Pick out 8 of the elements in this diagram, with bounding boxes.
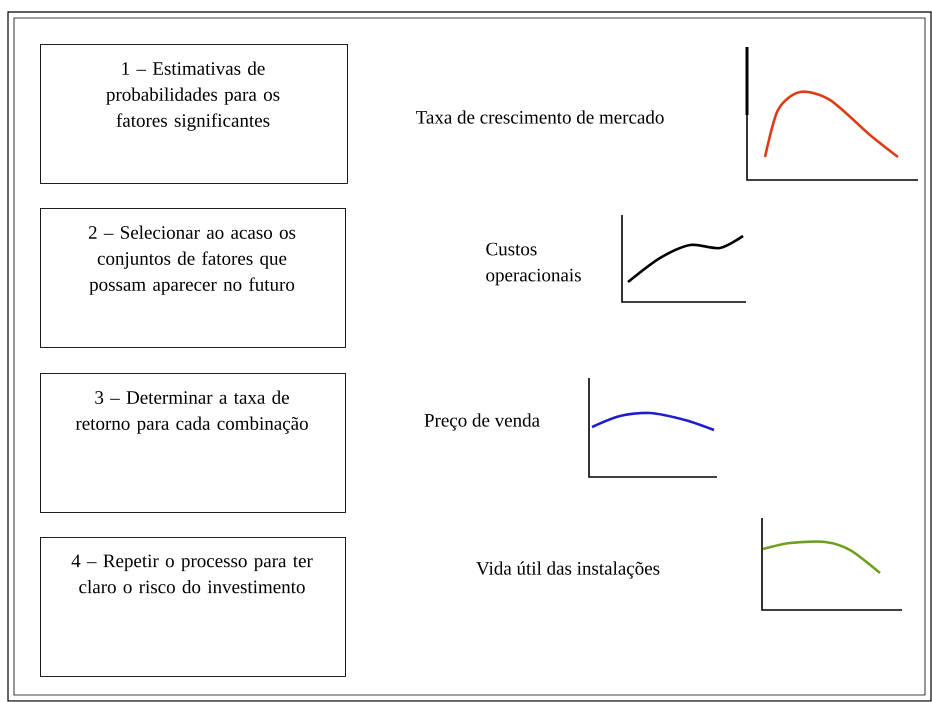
factor-label: Taxa de crescimento de mercado — [416, 110, 664, 124]
factor-label: Custos operacionais — [486, 242, 581, 286]
step-box: 3 – Determinar a taxa de retorno para cada combinação — [40, 373, 346, 513]
factor-label: Preço de venda — [424, 413, 540, 431]
step-box: 1 – Estimativas de probabilidades para os fatores significantes — [40, 44, 348, 184]
step-box: 4 – Repetir o processo para ter claro o risco do investimento — [40, 537, 346, 677]
factor-label: Vida útil das instalações — [476, 561, 660, 579]
step-box: 2 – Selecionar ao acaso os conjuntos de fatores que possam aparecer no futuro — [40, 208, 346, 348]
